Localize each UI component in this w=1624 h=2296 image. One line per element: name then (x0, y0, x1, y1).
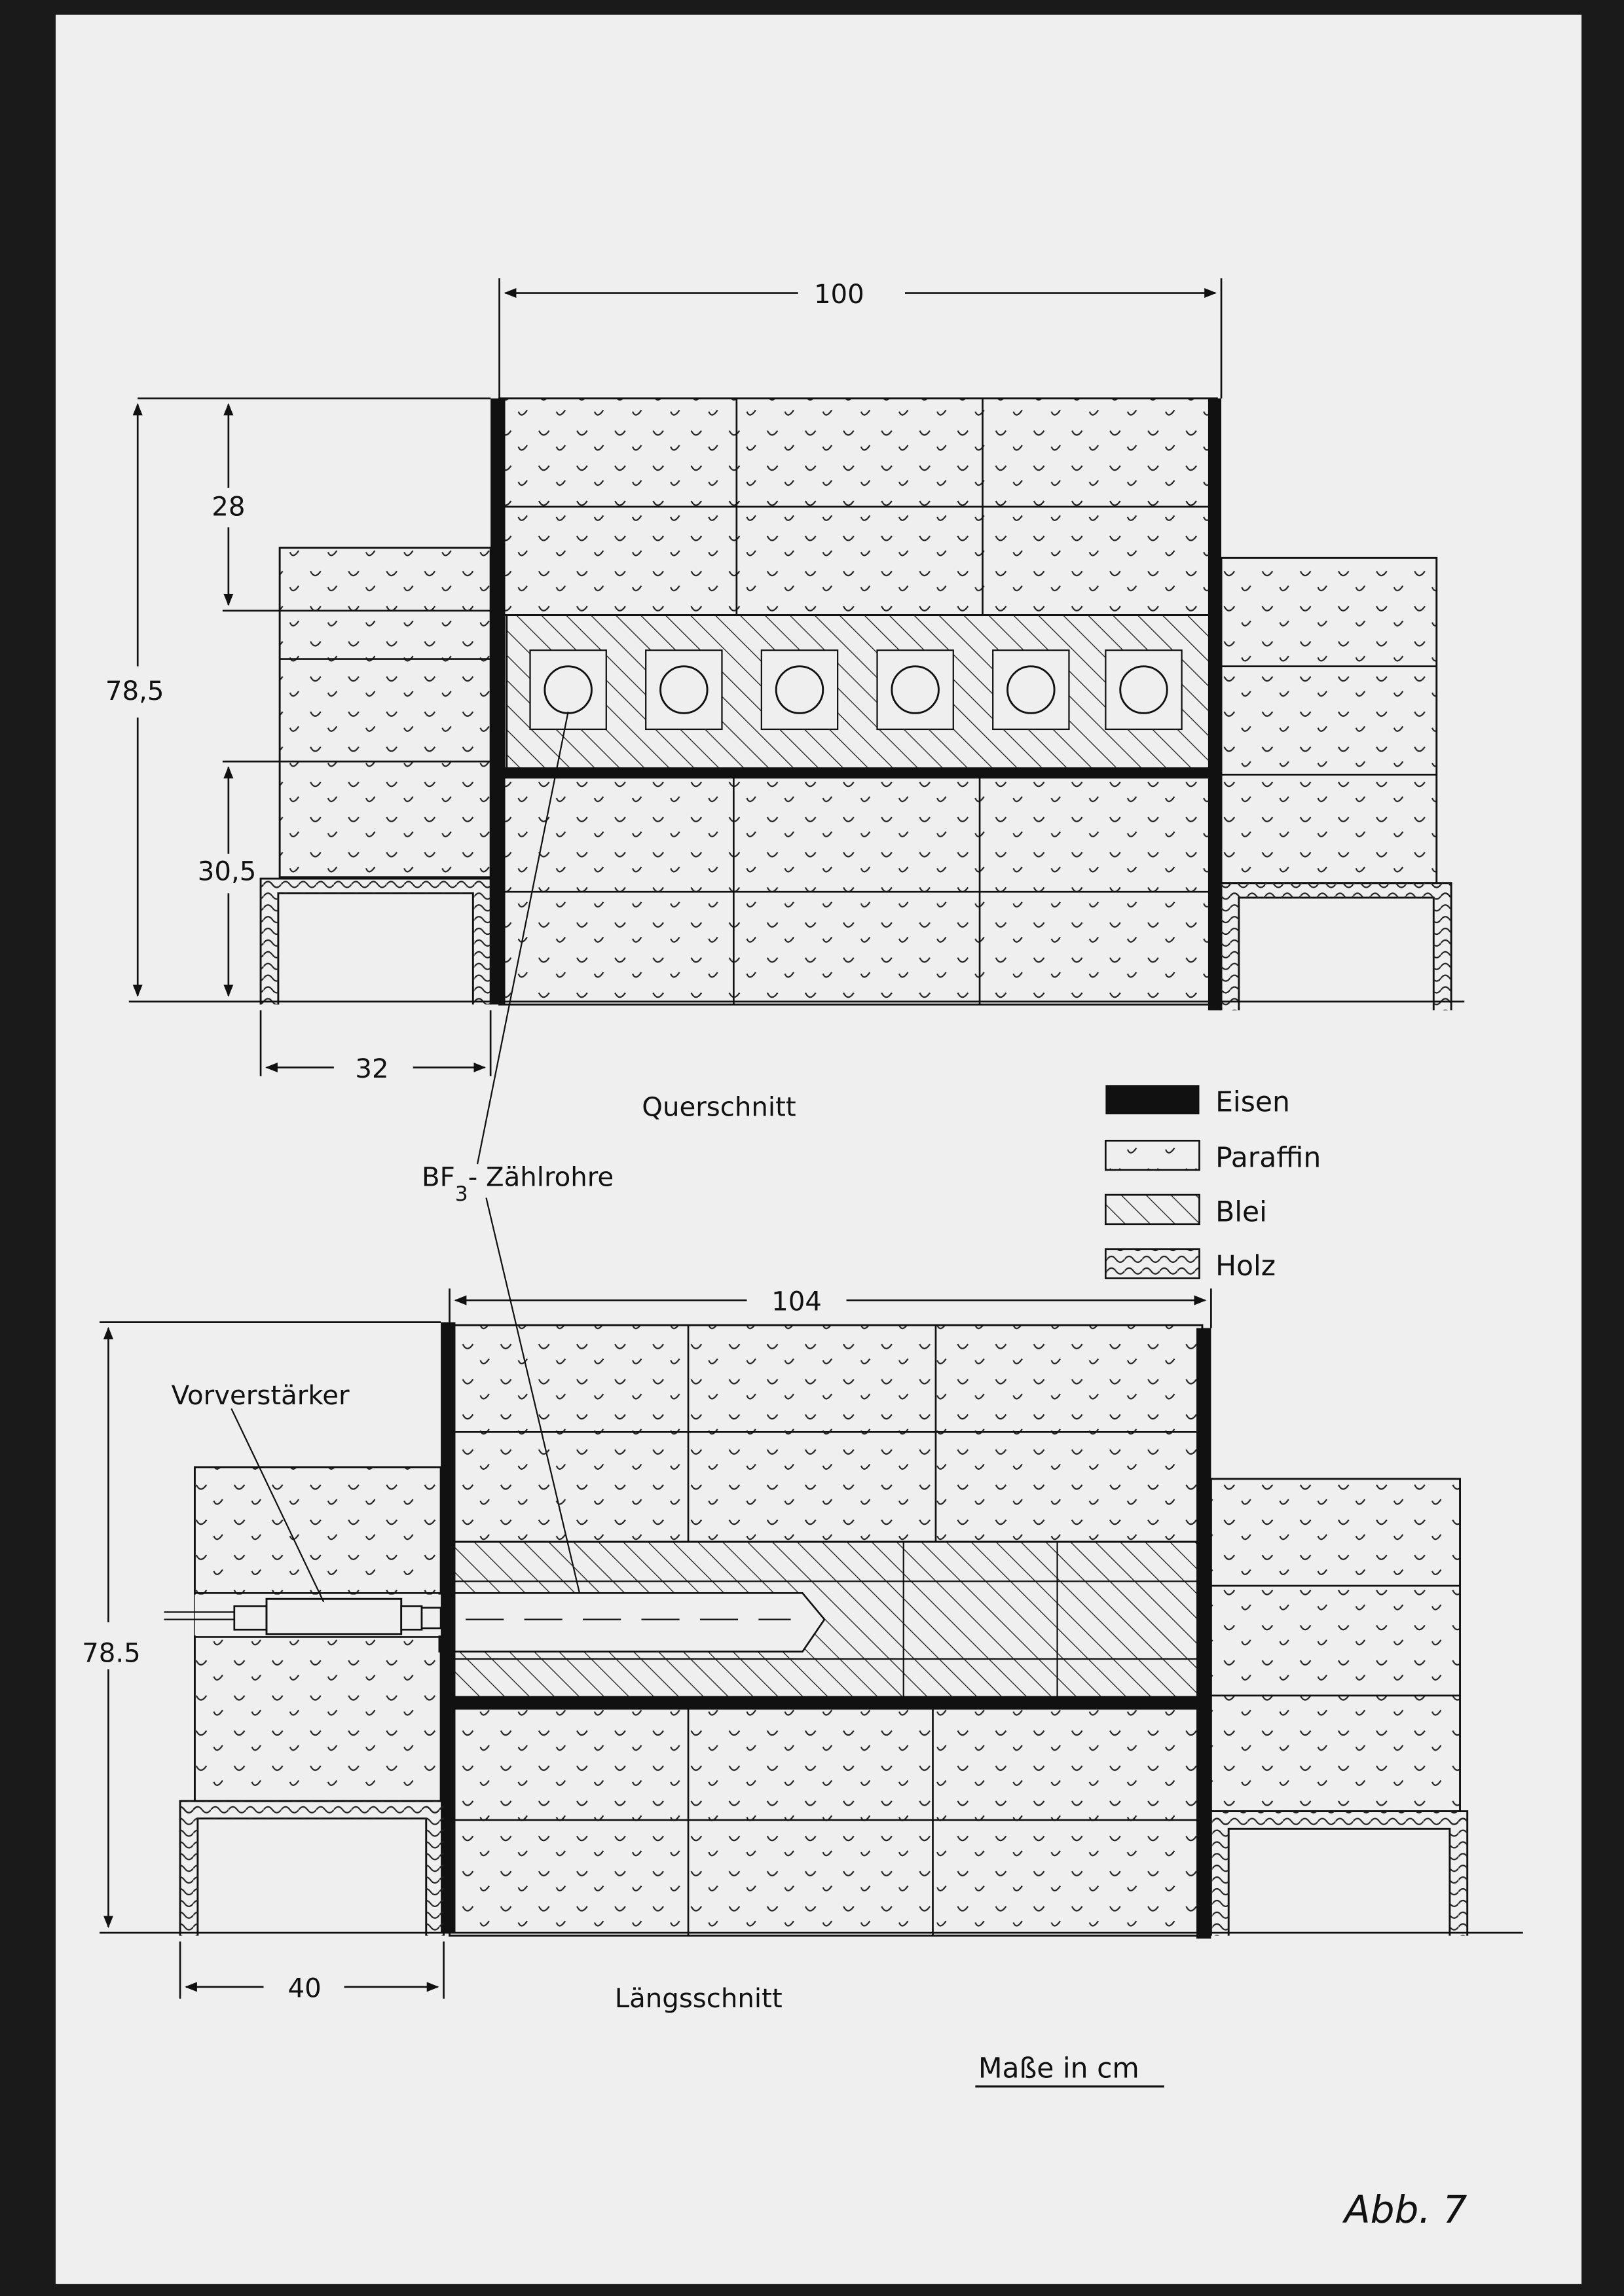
querschnitt-dimensions (132, 278, 1223, 1076)
querschnitt-drawing (128, 397, 1465, 1011)
dim-label-78-5-top: 78,5 (105, 676, 164, 706)
vorverstaerker-label: Vorverstärker (172, 1381, 350, 1411)
paper (55, 14, 1582, 2284)
dim-label-32: 32 (355, 1054, 388, 1084)
figure-number: Abb. 7 (1342, 2187, 1467, 2232)
units-note: Maße in cm (978, 2053, 1139, 2085)
laengsschnitt-drawing (100, 1322, 1523, 1939)
counter-tubes-cross (529, 649, 1183, 731)
legend: Eisen Paraffin Blei Holz (1105, 1085, 1321, 1283)
counter-tube-longitudinal (438, 1592, 826, 1653)
dim-label-30-5: 30,5 (198, 856, 257, 886)
preamplifier (164, 1597, 442, 1635)
bf3-leader-top (476, 711, 569, 1165)
legend-label-eisen: Eisen (1215, 1087, 1290, 1119)
bf3-label: BF3- Zählrohre (422, 1163, 614, 1206)
legend-swatch-eisen (1105, 1085, 1200, 1115)
laengsschnitt-dimensions (100, 1288, 1212, 1999)
dim-label-104: 104 (771, 1287, 822, 1317)
querschnitt-title: Querschnitt (642, 1092, 796, 1122)
legend-label-paraffin: Paraffin (1215, 1142, 1321, 1175)
laengsschnitt-title: Längsschnitt (615, 1984, 783, 2014)
legend-swatch-paraffin (1105, 1139, 1200, 1171)
dim-label-28: 28 (212, 492, 245, 522)
dim-label-40: 40 (288, 1974, 322, 2004)
legend-swatch-holz (1105, 1248, 1200, 1279)
legend-label-blei: Blei (1215, 1196, 1267, 1228)
dim-label-78-5-bottom: 78.5 (82, 1638, 141, 1668)
dim-label-100: 100 (814, 280, 864, 310)
legend-swatch-blei (1105, 1194, 1200, 1226)
legend-label-holz: Holz (1215, 1250, 1276, 1283)
